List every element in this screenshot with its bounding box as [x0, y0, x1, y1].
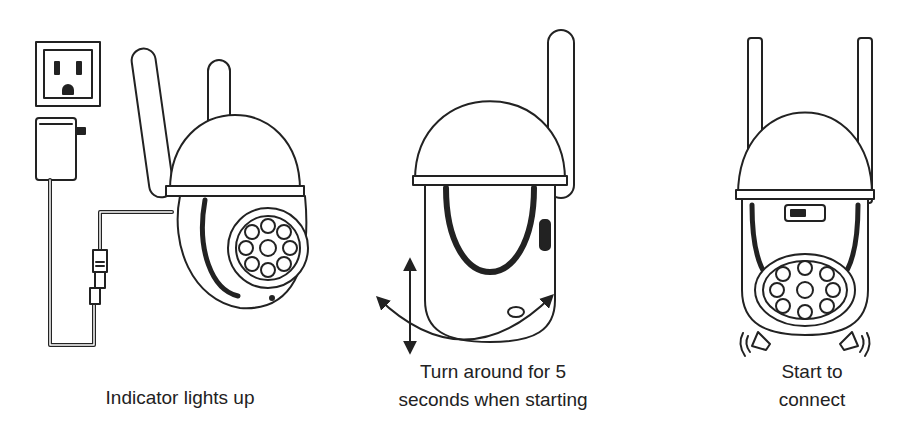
power-cable [93, 250, 107, 272]
camera-2 [446, 188, 534, 272]
power-cable [96, 262, 104, 266]
camera-3 [776, 299, 790, 313]
camera-1 [283, 241, 297, 255]
camera-3 [798, 261, 812, 275]
camera-2 [425, 185, 555, 342]
power-cable [50, 180, 94, 345]
camera-2 [540, 220, 550, 250]
power-cable [100, 212, 172, 250]
camera-3 [791, 210, 805, 216]
caption-text: Turn around for 5 seconds when starting [386, 358, 601, 414]
camera-3 [785, 205, 825, 221]
wall-outlet [77, 62, 81, 74]
rotation-arrows [378, 296, 552, 340]
camera-2 [508, 307, 524, 317]
camera-3 [820, 267, 834, 281]
camera-1 [277, 225, 291, 239]
speaker-icon [740, 333, 750, 356]
camera-1 [228, 208, 308, 288]
camera-3 [770, 283, 784, 297]
camera-1 [245, 257, 259, 271]
camera-illustration [36, 30, 874, 356]
wall-outlet [63, 85, 73, 94]
power-cable [95, 272, 105, 288]
camera-3 [763, 261, 847, 319]
speaker-icon [740, 332, 869, 356]
camera-1 [277, 257, 291, 271]
camera-2 [415, 101, 565, 180]
camera-1 [166, 186, 304, 196]
camera-1 [236, 216, 300, 280]
wall-outlet [36, 42, 100, 106]
speaker-icon [752, 332, 770, 350]
wall-outlet [55, 62, 59, 74]
power-adapter [40, 123, 72, 125]
camera-1 [261, 263, 275, 277]
power-adapter [76, 128, 85, 134]
wall-outlet [44, 50, 92, 98]
camera-1 [245, 225, 259, 239]
camera-1 [260, 240, 276, 256]
caption-text: Start to connect [766, 358, 858, 414]
camera-3 [736, 190, 874, 199]
camera-1 [239, 241, 253, 255]
camera-3 [755, 254, 855, 326]
camera-3 [776, 267, 790, 281]
speaker-icon [840, 332, 858, 350]
power-cable [90, 288, 100, 304]
camera-1 [130, 47, 308, 308]
speaker-icon [860, 333, 870, 356]
rotation-arrows [409, 260, 411, 352]
power-cable [100, 212, 172, 250]
camera-1 [261, 219, 275, 233]
camera-1 [130, 47, 175, 199]
camera-3 [820, 299, 834, 313]
rotation-arrows [378, 260, 552, 352]
power-cable [50, 180, 172, 345]
camera-3 [798, 305, 812, 319]
camera-3 [797, 282, 813, 298]
power-cable [50, 180, 94, 345]
power-adapter [36, 118, 85, 180]
camera-2 [413, 30, 574, 342]
camera-1 [170, 115, 300, 190]
power-adapter [36, 118, 76, 180]
camera-3 [738, 113, 872, 196]
caption-text: Indicator lights up [50, 384, 310, 412]
camera-3 [826, 283, 840, 297]
wall-outlet [36, 42, 100, 106]
camera-1 [270, 296, 274, 300]
camera-2 [413, 176, 567, 185]
camera-3 [736, 38, 874, 335]
camera-3 [742, 199, 868, 335]
